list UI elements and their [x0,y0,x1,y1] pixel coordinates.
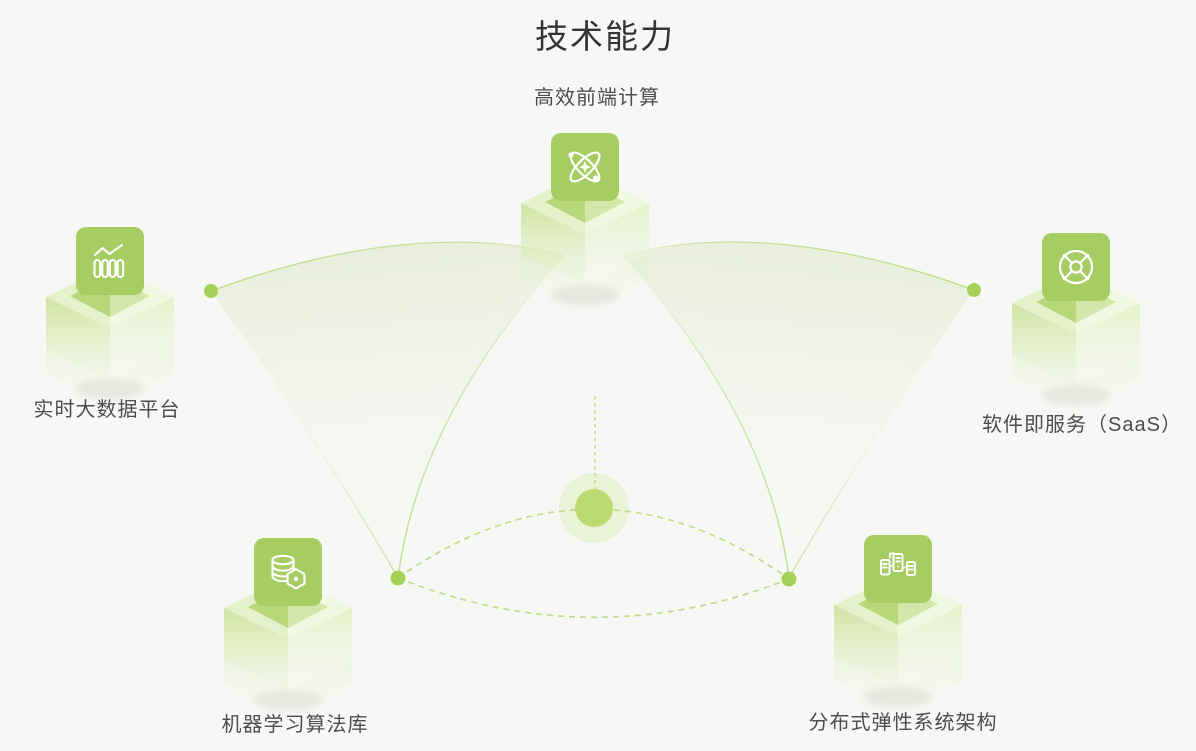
isometric-cube [208,530,368,730]
node-frontend-computing [505,125,665,325]
node-label: 软件即服务（SaaS） [982,414,1182,436]
sail-right [622,241,974,578]
connection-dot-right [967,283,981,297]
connection-dot-bottom-left [390,570,406,586]
orbit-dashed-bottom [397,577,790,619]
node-label: 高效前端计算 [534,87,660,109]
node-ml-algorithms [208,530,368,730]
node-label: 实时大数据平台 [33,399,181,421]
server-cluster-icon [880,552,916,576]
node-saas [996,225,1156,425]
isometric-cube [996,225,1156,425]
lifebuoy-icon [1058,249,1094,285]
sail-left [211,242,565,578]
connection-dot-bottom-right [781,571,797,587]
node-label: 分布式弹性系统架构 [808,712,998,734]
atom-icon [568,151,601,183]
isometric-cube [505,125,665,325]
isometric-cube [818,527,978,727]
hub-circle [575,489,613,527]
isometric-cube [30,219,190,419]
node-realtime-bigdata [30,219,190,419]
bar-chart-icon [93,243,125,279]
page-title: 技术能力 [535,18,675,55]
node-distributed-architecture [818,527,978,727]
database-icon [271,554,306,590]
connection-dot-left [204,284,218,298]
node-label: 机器学习算法库 [221,714,369,736]
